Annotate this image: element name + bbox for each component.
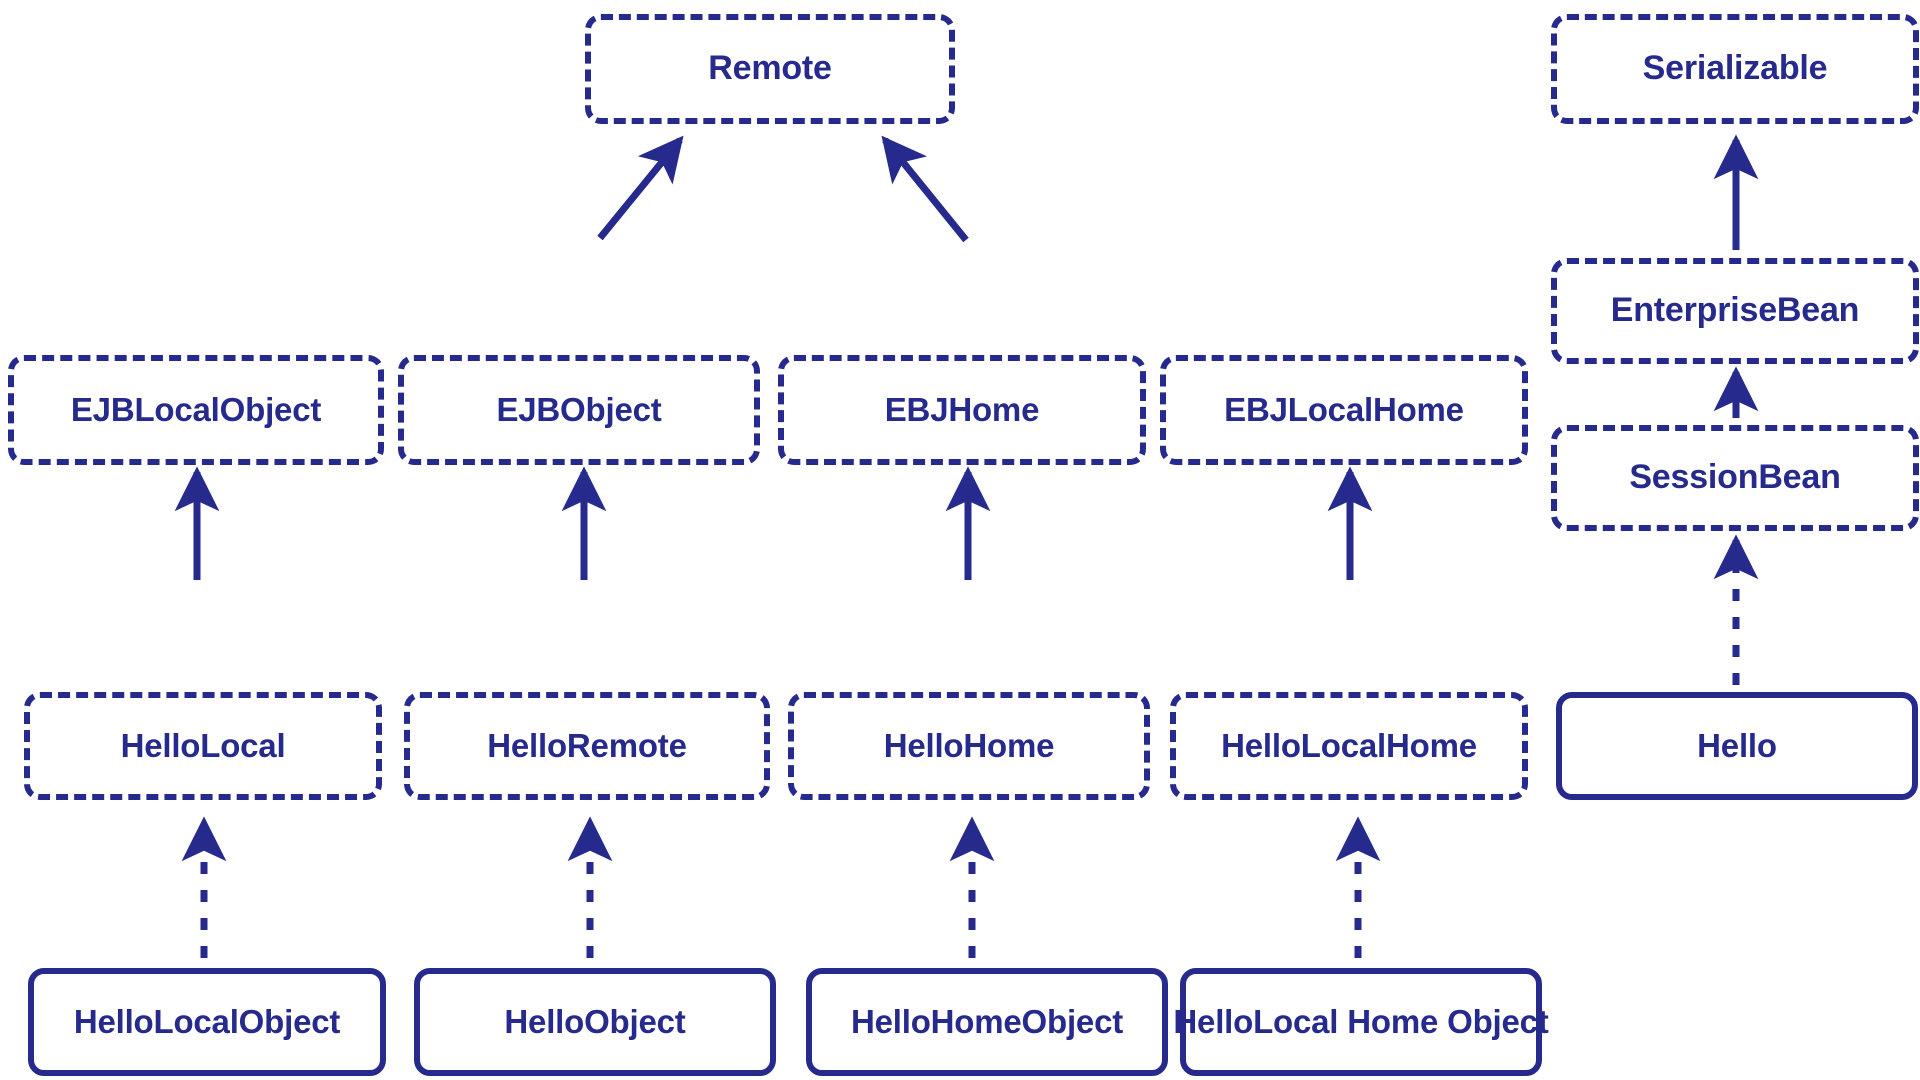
node-serializable[interactable]: Serializable <box>1551 14 1919 124</box>
node-ejbobject[interactable]: EJBObject <box>398 355 760 465</box>
node-hellohomeobject[interactable]: HelloHomeObject <box>806 968 1168 1076</box>
node-enterprisebean[interactable]: EnterpriseBean <box>1551 258 1919 364</box>
node-hellolocalhome[interactable]: HelloLocalHome <box>1170 692 1528 800</box>
node-label: Serializable <box>1642 49 1828 88</box>
node-helloremote[interactable]: HelloRemote <box>404 692 770 800</box>
node-hellolocalhomeobj[interactable]: HelloLocal Home Object <box>1173 968 1549 1076</box>
node-hellolocal[interactable]: HelloLocal <box>24 692 382 800</box>
node-ejblocalobject[interactable]: EJBLocalObject <box>8 355 384 465</box>
node-label: HelloObject <box>504 1002 686 1040</box>
node-label: HelloLocal Home Object <box>1173 1002 1549 1040</box>
node-label: HelloLocal <box>120 726 286 764</box>
node-label: HelloLocalHome <box>1221 726 1477 764</box>
node-label: HelloRemote <box>487 726 687 764</box>
node-label: EnterpriseBean <box>1610 291 1860 330</box>
node-hello[interactable]: Hello <box>1556 692 1918 800</box>
node-label: HelloHomeObject <box>850 1002 1124 1040</box>
node-label: EBJHome <box>884 390 1040 428</box>
node-label: HelloLocalObject <box>73 1002 341 1040</box>
node-label: EJBObject <box>496 390 662 428</box>
node-label: Hello <box>1697 726 1777 764</box>
edge-ebjhome-remote <box>881 135 969 243</box>
node-hellolocalobject[interactable]: HelloLocalObject <box>28 968 386 1076</box>
node-label: SessionBean <box>1629 458 1841 497</box>
node-helloobject[interactable]: HelloObject <box>414 968 776 1076</box>
node-ebjhome[interactable]: EBJHome <box>778 355 1146 465</box>
node-remote[interactable]: Remote <box>585 14 955 124</box>
edge-ejbobject-remote <box>597 135 684 241</box>
node-label: EJBLocalObject <box>70 390 322 428</box>
node-ebjlocalhome[interactable]: EBJLocalHome <box>1160 355 1528 465</box>
node-hellohome[interactable]: HelloHome <box>788 692 1150 800</box>
node-label: EBJLocalHome <box>1224 390 1464 428</box>
node-label: Remote <box>708 49 832 88</box>
node-sessionbean[interactable]: SessionBean <box>1551 425 1919 531</box>
node-label: HelloHome <box>883 726 1055 764</box>
